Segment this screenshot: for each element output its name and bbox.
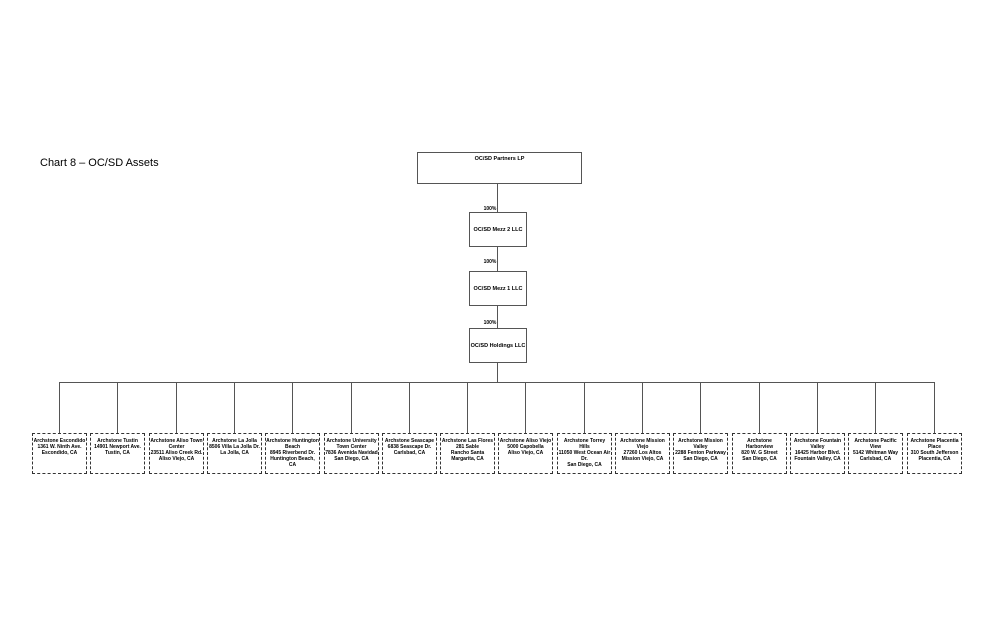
property-name: Archstone La Jolla bbox=[212, 438, 257, 444]
connector-drop bbox=[176, 382, 177, 433]
property-address: 11050 West Ocean Air Dr. bbox=[558, 450, 611, 462]
node-label: OC/SD Mezz 2 LLC bbox=[473, 226, 523, 233]
node-mezz2-llc[interactable]: OC/SD Mezz 2 LLC bbox=[469, 212, 527, 247]
connector-drop bbox=[59, 382, 60, 433]
property-address: 14901 Newport Ave. bbox=[94, 444, 141, 450]
connector-drop bbox=[642, 382, 643, 433]
property-city: San Diego, CA bbox=[567, 462, 602, 468]
property-address: 16425 Harbor Blvd. bbox=[794, 450, 841, 456]
connector-bus bbox=[60, 382, 935, 383]
property-city: Mission Viejo, CA bbox=[621, 456, 664, 462]
property-address: 23511 Aliso Creek Rd. bbox=[150, 450, 203, 456]
connector-drop bbox=[292, 382, 293, 433]
property-city: Carlsbad, CA bbox=[859, 456, 892, 462]
property-name: Archstone Mission Viejo bbox=[620, 438, 665, 450]
property-city: Escondido, CA bbox=[41, 450, 78, 456]
property-name: Archstone Placentia Place bbox=[910, 438, 959, 450]
property-address: 820 W. G Street bbox=[741, 450, 778, 456]
property-city: Rancho Santa Margarita, CA bbox=[450, 450, 485, 462]
node-label: OC/SD Mezz 1 LLC bbox=[473, 285, 523, 292]
property-address: 1361 W. Ninth Ave. bbox=[37, 444, 82, 450]
connector-drop bbox=[875, 382, 876, 433]
property-address: 310 South Jefferson bbox=[910, 450, 959, 456]
property-city: San Diego, CA bbox=[683, 456, 718, 462]
property-address: 5142 Whitman Way bbox=[852, 450, 899, 456]
node-mezz1-llc[interactable]: OC/SD Mezz 1 LLC bbox=[469, 271, 527, 306]
property-address: 2288 Fenton Parkway bbox=[675, 450, 726, 456]
property-city: Aliso Viejo, CA bbox=[158, 456, 195, 462]
property-name: Archstone Torrey Hills bbox=[563, 438, 606, 450]
connector-drop bbox=[409, 382, 410, 433]
property-city: San Diego, CA bbox=[334, 456, 369, 462]
node-label: OC/SD Holdings LLC bbox=[470, 342, 526, 349]
property-name: Archstone Harborview bbox=[745, 438, 774, 450]
connector-drop bbox=[525, 382, 526, 433]
property-address: 281 Sable bbox=[455, 444, 480, 450]
connector-drop bbox=[467, 382, 468, 433]
property-city: Carlsbad, CA bbox=[393, 450, 426, 456]
connector-drop bbox=[934, 382, 935, 433]
ownership-pct: 100% bbox=[483, 259, 497, 265]
property-name: Archstone Aliso Viejo bbox=[499, 438, 552, 444]
property-name: Archstone Aliso Town Center bbox=[150, 438, 203, 450]
connector-drop bbox=[759, 382, 760, 433]
connector-drop bbox=[584, 382, 585, 433]
property-address: 27260 Los Altos bbox=[623, 450, 662, 456]
property-name: Archstone Tustin bbox=[97, 438, 138, 444]
chart-title: Chart 8 – OC/SD Assets bbox=[40, 157, 159, 169]
node-holdings-llc[interactable]: OC/SD Holdings LLC bbox=[469, 328, 527, 363]
property-address: 6838 Seascape Dr. bbox=[387, 444, 432, 450]
connector-partners-mezz2 bbox=[497, 184, 498, 212]
property-address: 8506 Villa La Jolla Dr. bbox=[209, 444, 260, 450]
property-city: Placentia, CA bbox=[918, 456, 951, 462]
property-city: Fountain Valley, CA bbox=[794, 456, 841, 462]
property-city: La Jolla, CA bbox=[220, 450, 249, 456]
property-address: 7836 Avenida Navidad bbox=[325, 450, 378, 456]
connector-mezz1-holdings bbox=[497, 306, 498, 328]
property-city: Huntington Beach, CA bbox=[270, 456, 315, 468]
connector-mezz2-mezz1 bbox=[497, 247, 498, 271]
property-name: Archstone University Town Center bbox=[326, 438, 377, 450]
property-city: Tustin, CA bbox=[105, 450, 130, 456]
ownership-pct: 100% bbox=[483, 320, 497, 326]
connector-holdings-bus bbox=[497, 363, 498, 382]
property-name: Archstone Pacific View bbox=[854, 438, 897, 450]
property-name: Archstone Huntington Beach bbox=[266, 438, 319, 450]
property-address: 8945 Riverbend Dr. bbox=[269, 450, 316, 456]
property-name: Archstone Escondido bbox=[33, 438, 86, 444]
property-address: 5000 Capobella bbox=[507, 444, 544, 450]
connector-drop bbox=[234, 382, 235, 433]
node-partners-lp[interactable]: OC/SD Partners LP bbox=[417, 152, 582, 184]
property-name: Archstone Fountain Valley bbox=[793, 438, 842, 450]
property-name: Archstone Mission Valley bbox=[678, 438, 723, 450]
connector-drop bbox=[351, 382, 352, 433]
connector-drop bbox=[117, 382, 118, 433]
property-city: San Diego, CA bbox=[742, 456, 777, 462]
property-name: Archstone Seascape bbox=[384, 438, 435, 444]
property-city: Aliso Viejo, CA bbox=[507, 450, 544, 456]
property-name: Archstone Las Flores bbox=[441, 438, 494, 444]
connector-drop bbox=[700, 382, 701, 433]
connector-drop bbox=[817, 382, 818, 433]
ownership-pct: 100% bbox=[483, 206, 497, 212]
